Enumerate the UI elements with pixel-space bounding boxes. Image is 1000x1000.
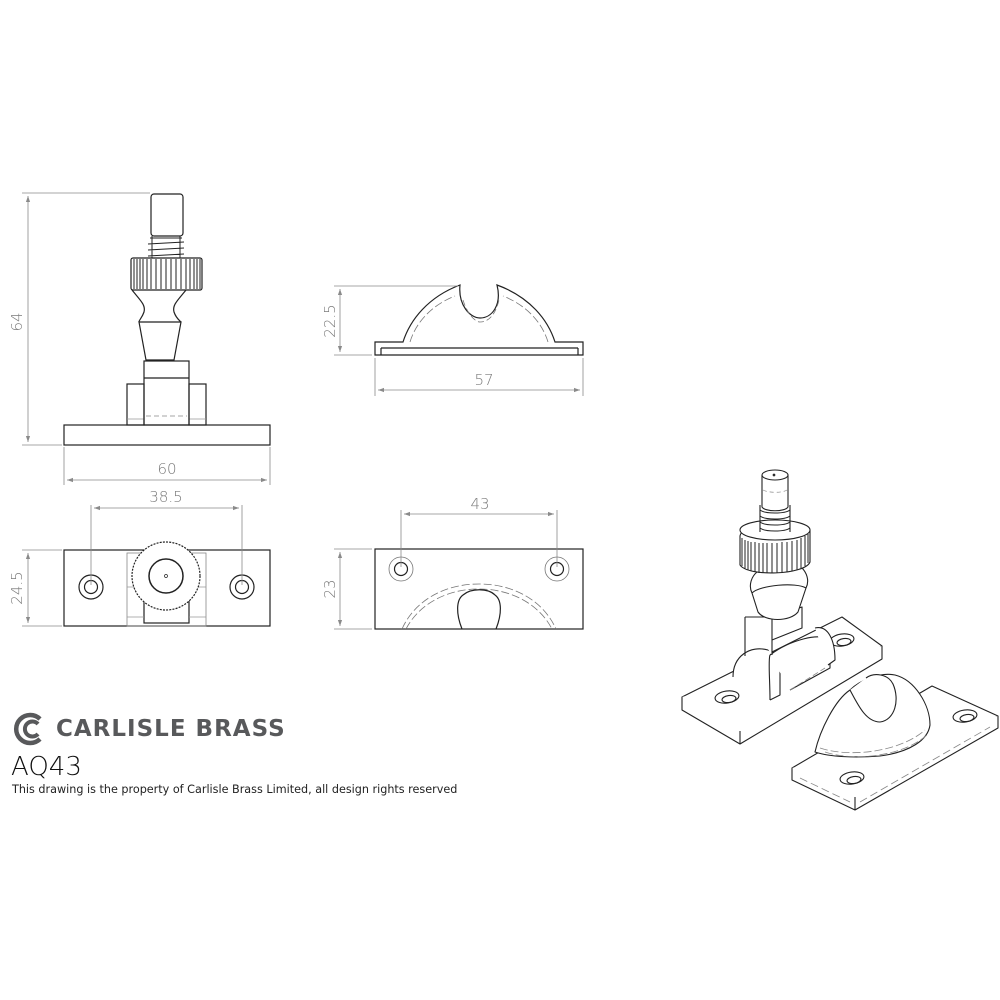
dimension-height-64: 64 (8, 192, 150, 446)
fastener-front-view (63, 193, 271, 446)
dimension-height-22-5: 22.5 (321, 285, 458, 356)
dimension-width-60: 60 (63, 447, 271, 485)
dim-label-60: 60 (157, 460, 176, 478)
keep-side-view (374, 284, 584, 356)
brand-block: CARLISLE BRASS (12, 712, 286, 746)
dimension-height-23: 23 (321, 548, 372, 630)
isometric-assembly-view (681, 469, 999, 811)
dimension-hole-centres-43: 43 (400, 495, 558, 567)
carlisle-brass-logo-icon (13, 712, 42, 746)
dim-label-57: 57 (474, 371, 493, 389)
part-code: AQ43 (11, 752, 82, 782)
copyright-notice: This drawing is the property of Carlisle… (12, 783, 458, 796)
fastener-plan-view (63, 541, 271, 627)
dimension-hole-centres-38-5: 38.5 (90, 488, 243, 585)
keep-plan-view (374, 548, 584, 630)
dim-label-64: 64 (8, 312, 26, 331)
dimension-width-57: 57 (374, 358, 584, 396)
dim-label-43: 43 (470, 495, 489, 513)
dim-label-22-5: 22.5 (321, 304, 339, 337)
dim-label-38-5: 38.5 (149, 488, 182, 506)
dim-label-23: 23 (321, 579, 339, 598)
brand-name: CARLISLE BRASS (56, 716, 286, 742)
dim-label-24-5: 24.5 (8, 571, 26, 604)
dimension-height-24-5: 24.5 (8, 549, 62, 627)
